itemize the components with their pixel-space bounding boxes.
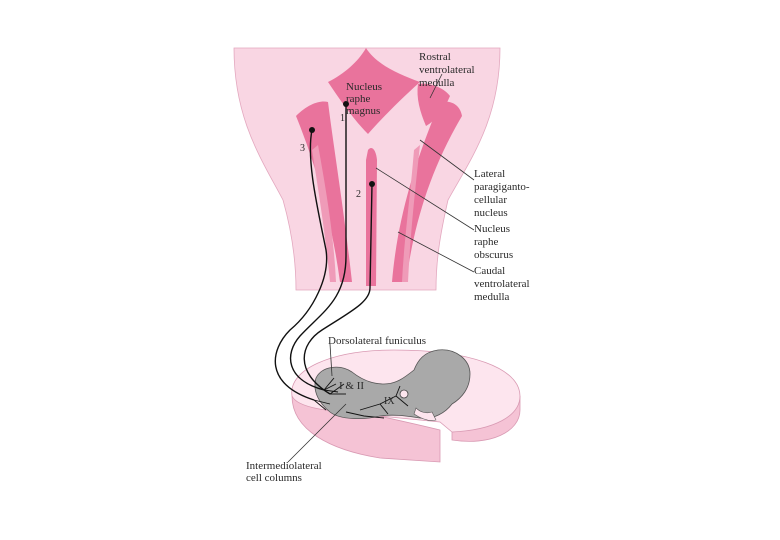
pathway-number-3: 3 — [300, 143, 305, 154]
pathway-number-1: 1 — [340, 113, 345, 124]
label-intermediolateral: Intermediolateral cell columns — [246, 460, 325, 484]
label-lamina-9: IX — [384, 396, 395, 407]
central-canal — [400, 390, 408, 398]
cell-body-2 — [369, 181, 375, 187]
label-laminae-1-2: I & II — [339, 380, 364, 392]
label-raphe-obscurus: Nucleus raphe obscurus — [474, 223, 513, 261]
cell-body-3 — [309, 127, 315, 133]
pathway-number-2: 2 — [356, 189, 361, 200]
label-dorsolateral-funiculus: Dorsolateral funiculus — [328, 335, 426, 347]
label-lateral-paragigantocellular: Lateral paragiganto- cellular nucleus — [474, 168, 532, 219]
label-cvlm: Caudal ventrolateral medulla — [474, 265, 532, 303]
